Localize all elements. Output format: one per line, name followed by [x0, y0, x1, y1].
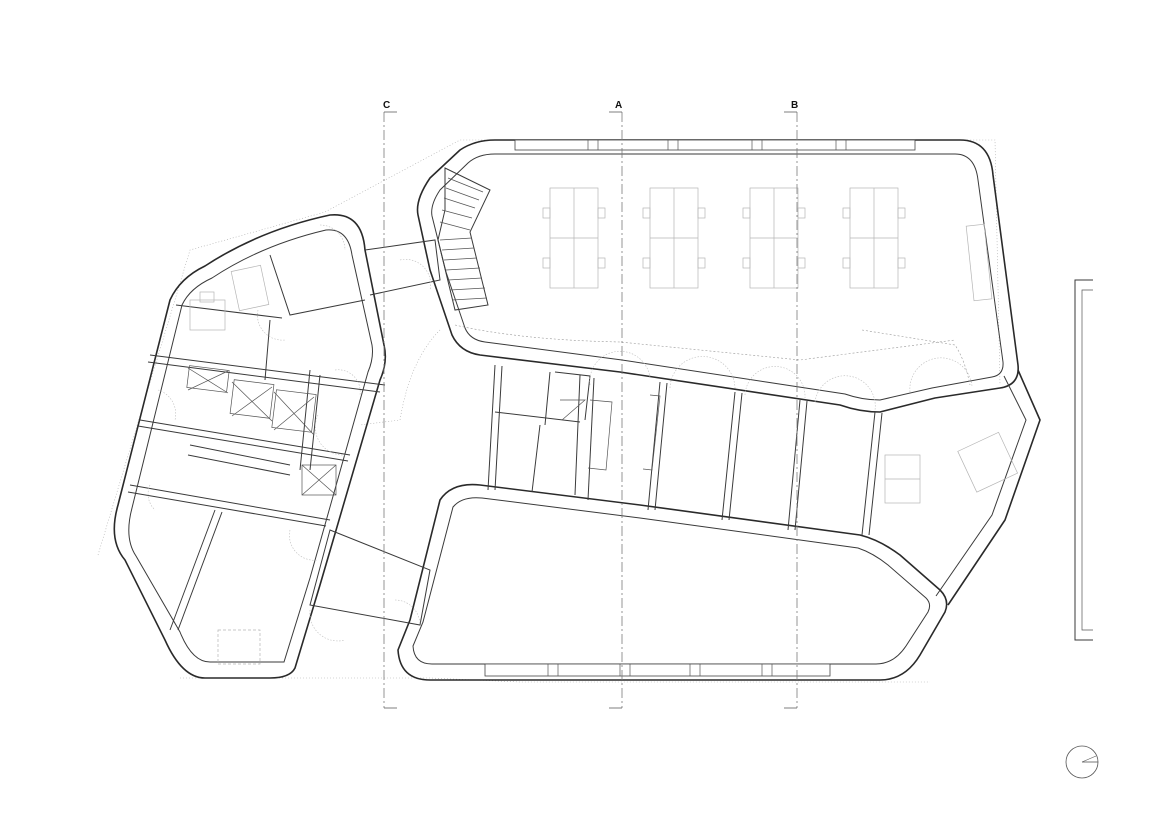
elevation-fragment: [1074, 279, 1093, 641]
section-lines: C A B: [383, 100, 798, 709]
west-wing-interiors: [127, 239, 441, 665]
door-swings: [147, 224, 973, 642]
desk-cluster: [842, 187, 906, 289]
section-c: C: [383, 100, 397, 709]
section-b: B: [784, 100, 798, 709]
desk-cluster: [542, 187, 606, 289]
stair: [437, 167, 491, 311]
desk-cluster: [742, 187, 806, 289]
section-label-b: B: [791, 100, 798, 111]
office-workstations: [454, 187, 1019, 504]
exterior-walls: [113, 139, 1041, 681]
section-label-a: A: [615, 100, 622, 111]
site-outline: [97, 139, 1001, 683]
section-label-c: C: [383, 100, 390, 111]
facade-windows: [484, 139, 916, 677]
north-arrow-icon: [1065, 745, 1099, 779]
section-a: A: [609, 100, 623, 709]
desk-cluster: [642, 187, 706, 289]
